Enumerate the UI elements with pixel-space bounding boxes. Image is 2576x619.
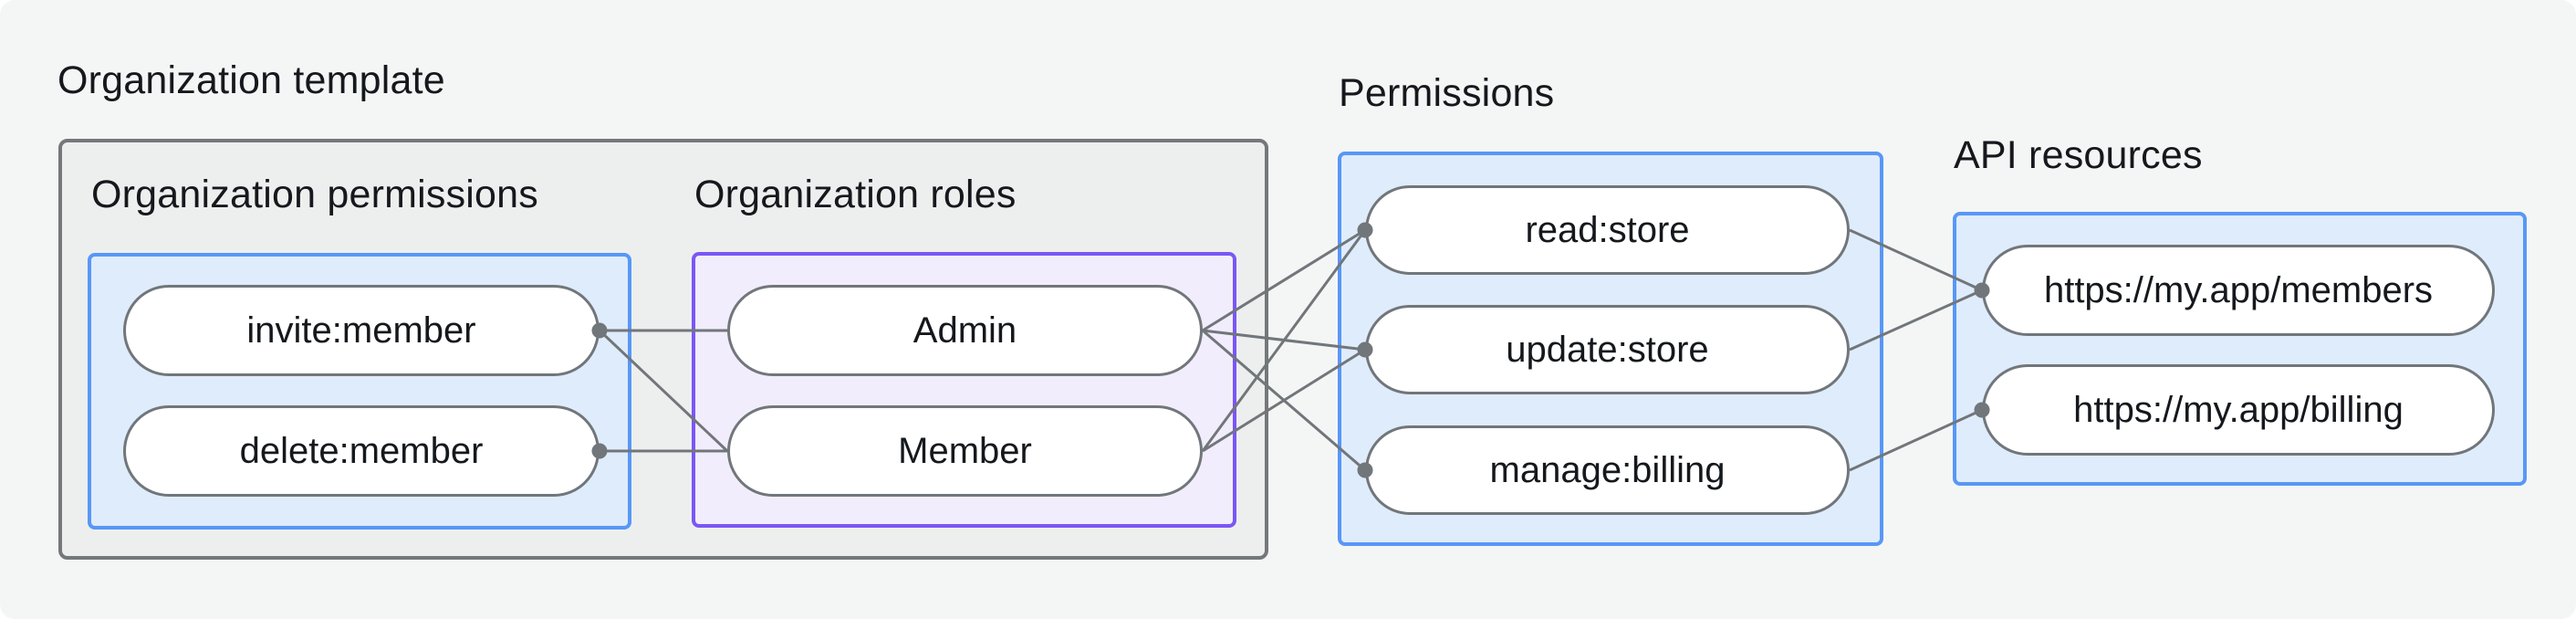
pill-api-billing: https://my.app/billing [1982,364,2495,456]
pill-admin: Admin [727,285,1203,376]
pill-api-members: https://my.app/members [1982,245,2495,336]
heading-organization-roles: Organization roles [694,173,1017,216]
pill-delete-member: delete:member [123,405,600,497]
pill-member: Member [727,405,1203,497]
heading-api-resources: API resources [1954,133,2203,177]
pill-read-store: read:store [1365,185,1850,275]
heading-organization-template: Organization template [57,58,445,102]
pill-manage-billing: manage:billing [1365,425,1850,515]
pill-invite-member: invite:member [123,285,600,376]
heading-permissions: Permissions [1339,71,1555,115]
heading-organization-permissions: Organization permissions [91,173,538,216]
pill-update-store: update:store [1365,305,1850,394]
